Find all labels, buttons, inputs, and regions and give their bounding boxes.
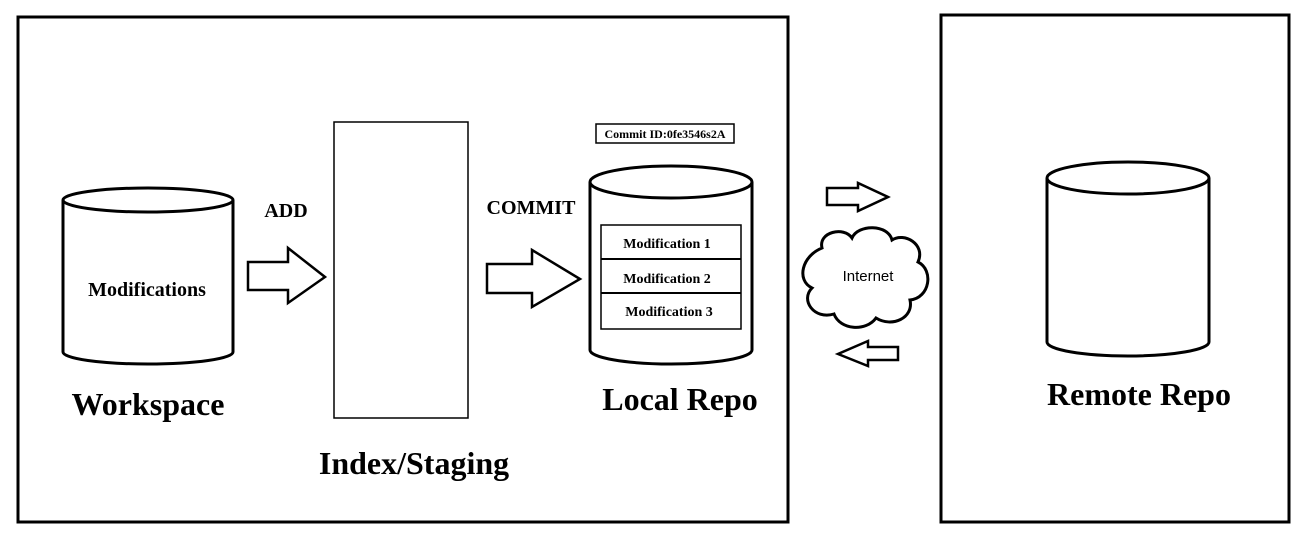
workspace-content: Modifications — [88, 279, 206, 301]
internet-label: Internet — [843, 268, 895, 285]
list-item: Modification 3 — [625, 305, 713, 320]
modification-list — [600, 224, 742, 330]
workspace-title: Workspace — [72, 386, 225, 422]
local-repo-title: Local Repo — [602, 381, 758, 417]
index-title: Index/Staging — [319, 445, 509, 481]
list-item: Modification 2 — [623, 272, 711, 287]
list-item: Modification 1 — [623, 237, 711, 252]
commit-label: COMMIT — [487, 197, 577, 219]
commit-id: Commit ID:0fe3546s2A — [605, 127, 726, 141]
remote-repo-title: Remote Repo — [1047, 376, 1231, 412]
commit-arrow-icon — [485, 247, 583, 310]
push-arrow-icon — [825, 181, 891, 213]
add-label: ADD — [264, 200, 307, 222]
workspace-cylinder-icon — [61, 186, 235, 366]
index-staging-box — [333, 121, 469, 419]
commit-id-tag — [595, 123, 735, 144]
remote-machine-frame — [939, 13, 1291, 524]
remote-repo-cylinder-icon — [1045, 160, 1211, 358]
pull-arrow-icon — [834, 339, 900, 368]
local-machine-frame — [16, 15, 790, 524]
add-arrow-icon — [246, 245, 328, 306]
internet-cloud-icon — [801, 226, 930, 329]
